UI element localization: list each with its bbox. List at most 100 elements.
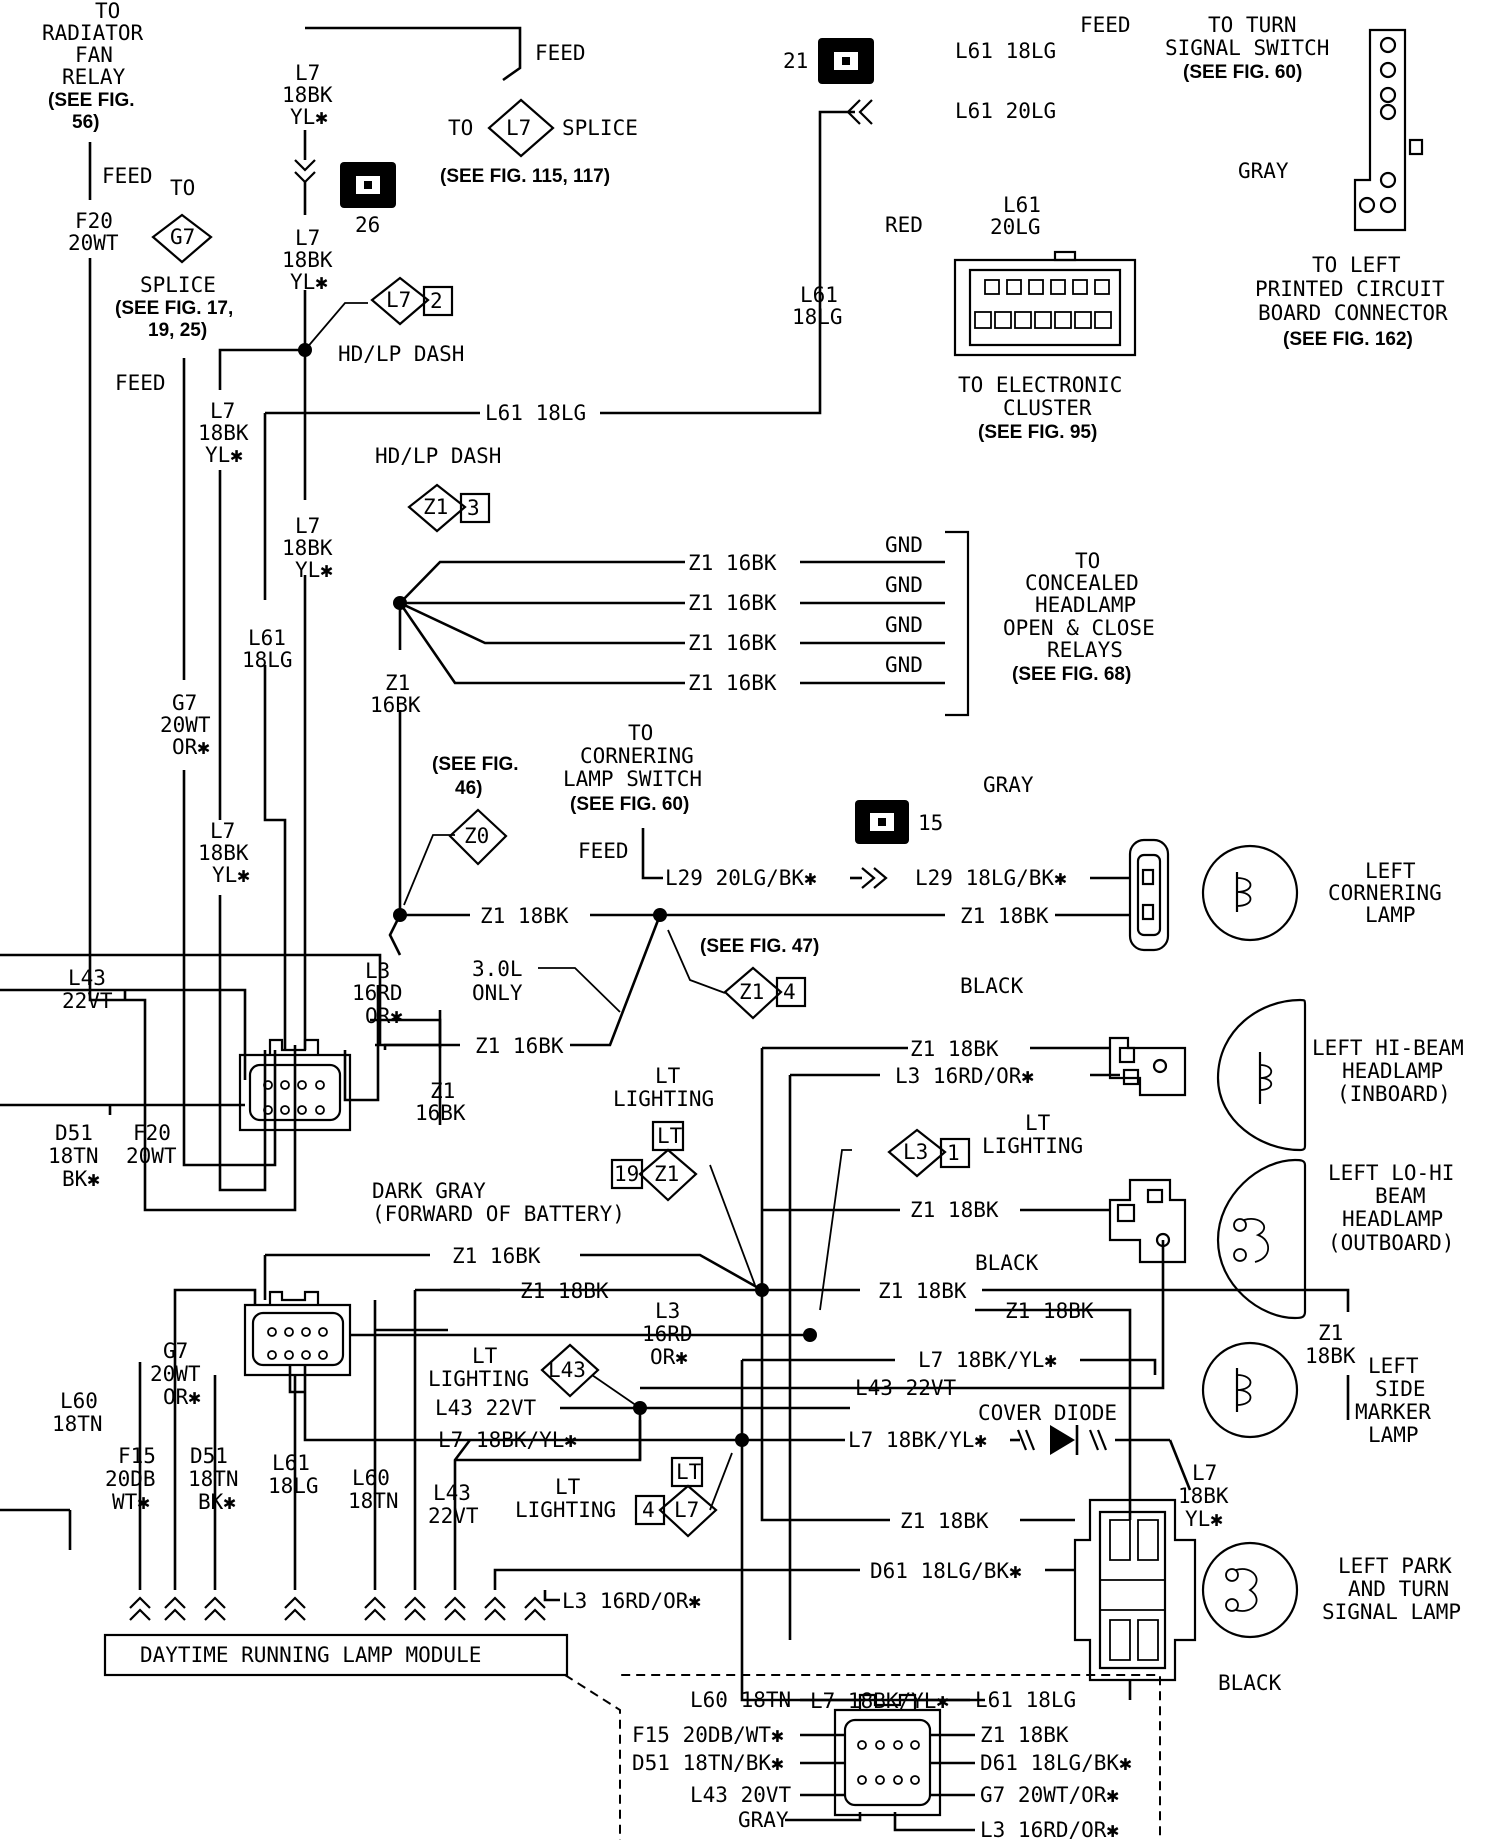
label: SIGNAL SWITCH	[1165, 36, 1329, 60]
label: PRINTED CIRCUIT	[1255, 277, 1445, 301]
inline-chevrons	[294, 99, 888, 889]
label: CORNERING	[1328, 881, 1442, 905]
tag-lt-l7-4: L7 4 LT	[634, 1456, 718, 1538]
label: ONLY	[472, 981, 523, 1005]
label: LT	[1025, 1111, 1051, 1135]
label: CORNERING	[580, 744, 694, 768]
label: L43	[68, 966, 106, 990]
label: HEADLAMP	[1342, 1059, 1443, 1083]
label: LAMP SWITCH	[563, 767, 702, 791]
label: GRAY	[738, 1808, 789, 1832]
label: (SEE FIG. 162)	[1283, 329, 1413, 350]
svg-text:21: 21	[783, 49, 808, 73]
svg-text:1: 1	[947, 1141, 960, 1165]
svg-text:L7: L7	[674, 1498, 699, 1522]
label: TO LEFT	[1312, 253, 1401, 277]
label: (SEE FIG. 17,	[115, 298, 233, 319]
label: (SEE FIG. 60)	[1183, 62, 1302, 83]
label: LEFT	[1368, 1354, 1419, 1378]
drl-pinout-callout	[564, 1674, 1161, 1840]
components	[103, 28, 1424, 1840]
label: 18BK	[1305, 1344, 1356, 1368]
label: L3 16RD/OR✱	[562, 1589, 701, 1613]
label: L61 18LG	[485, 401, 586, 425]
label: Z1 16BK	[688, 591, 777, 615]
label: RELAYS	[1047, 638, 1123, 662]
label: 20WT	[150, 1362, 201, 1386]
tag-z1-3: Z1 3	[407, 483, 491, 533]
svg-text:19: 19	[614, 1162, 639, 1186]
label: TO	[1075, 549, 1100, 573]
label: RELAY	[62, 65, 126, 89]
circuit-tags: G7 L7 L7 2 Z1 3 Z0 Z1 4	[151, 98, 971, 1538]
label: LEFT HI-BEAM	[1312, 1036, 1464, 1060]
label: 18BK	[282, 83, 333, 107]
svg-text:26: 26	[355, 213, 380, 237]
label: BEAM	[1375, 1184, 1426, 1208]
label: BLACK	[1218, 1671, 1282, 1695]
svg-text:Z0: Z0	[464, 824, 489, 848]
svg-text:Z1: Z1	[654, 1162, 679, 1186]
label: L29 18LG/BK✱	[915, 866, 1067, 890]
splice-dot	[735, 1433, 749, 1447]
label: Z1 16BK	[452, 1244, 541, 1268]
drl-module	[103, 1633, 569, 1677]
label: 18BK	[198, 841, 249, 865]
label: SPLICE	[140, 273, 216, 297]
label: GRAY	[1238, 159, 1289, 183]
svg-text:4: 4	[642, 1498, 655, 1522]
splice-dot	[393, 908, 407, 922]
label: L7	[1192, 1461, 1217, 1485]
label: CONCEALED	[1025, 571, 1139, 595]
label: OR✱	[163, 1385, 201, 1409]
label: Z1 16BK	[688, 671, 777, 695]
label: L61	[272, 1451, 310, 1475]
label: L7	[295, 514, 320, 538]
label: L61	[1003, 193, 1041, 217]
label: 16RD	[642, 1322, 693, 1346]
label: GND	[885, 613, 923, 637]
side-marker-lamp	[1201, 1341, 1299, 1439]
label: L61 18LG	[975, 1688, 1076, 1712]
lo-hi-beam-connector	[1108, 1178, 1187, 1264]
label: TO ELECTRONIC	[958, 373, 1122, 397]
reference-icons: 21 26 15	[340, 38, 943, 844]
connector-ref-26: 26	[340, 162, 396, 237]
label: Z1 18BK	[910, 1198, 999, 1222]
label: L3 16RD/OR✱	[895, 1064, 1034, 1088]
label: 18BK	[282, 248, 333, 272]
label: 18LG	[792, 305, 843, 329]
label: D51	[190, 1444, 228, 1468]
connector-c2	[243, 1290, 352, 1377]
label: YL✱	[212, 863, 250, 887]
label: G7 20WT/OR✱	[980, 1783, 1119, 1807]
label: GND	[885, 573, 923, 597]
label: 18BK	[198, 421, 249, 445]
label: F15	[118, 1444, 156, 1468]
splice-dot	[393, 596, 407, 610]
svg-text:LT: LT	[657, 1124, 683, 1148]
label: LIGHTING	[613, 1087, 714, 1111]
label: FEED	[535, 41, 586, 65]
cornering-lamp-connector	[1128, 838, 1170, 952]
label: LAMP	[1365, 903, 1416, 927]
label: SIDE	[1375, 1377, 1426, 1401]
label: (SEE FIG. 47)	[700, 936, 819, 957]
label: MARKER	[1355, 1400, 1431, 1424]
svg-text:2: 2	[430, 289, 443, 313]
label: GRAY	[983, 773, 1034, 797]
tag-z1-4: Z1 4	[723, 966, 807, 1020]
label: L60	[352, 1466, 390, 1490]
label: 18LG	[242, 648, 293, 672]
cornering-lamp	[1201, 844, 1299, 942]
label: TO	[95, 0, 120, 23]
splice-dot	[633, 1401, 647, 1415]
label: 18BK	[1178, 1484, 1229, 1508]
splices	[298, 343, 817, 1447]
label: 20WT	[68, 231, 119, 255]
label: BK✱	[62, 1167, 100, 1191]
label: L3 16RD/OR✱	[980, 1818, 1119, 1840]
splice-dot	[298, 343, 312, 357]
label: 18TN	[48, 1144, 99, 1168]
label: GND	[885, 533, 923, 557]
